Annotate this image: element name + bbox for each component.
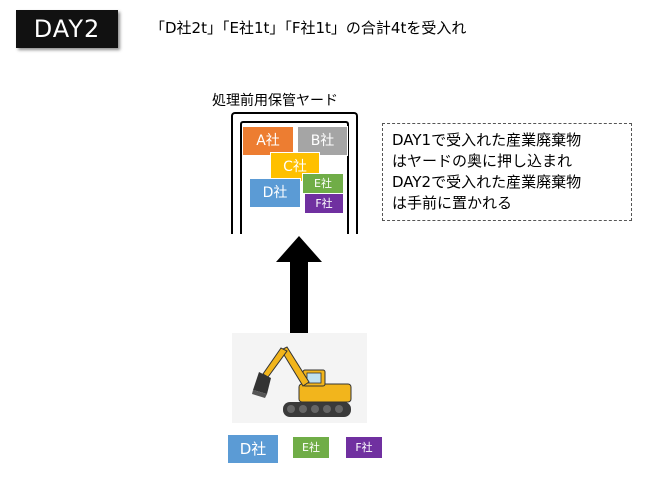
incoming-box-e: E社 — [292, 436, 330, 459]
note-line: DAY2で受入れた産業廃棄物 — [392, 173, 582, 191]
yard-inner-wall — [240, 121, 349, 234]
incoming-box-d: D社 — [227, 434, 279, 464]
waste-box-f: F社 — [304, 193, 344, 214]
yard-outer-wall — [231, 112, 358, 234]
note-line: DAY1で受入れた産業廃棄物 — [392, 131, 582, 149]
waste-box-d: D社 — [249, 178, 301, 208]
note-line: は手前に置かれる — [392, 194, 513, 212]
waste-box-e: E社 — [302, 173, 344, 194]
waste-box-b: B社 — [297, 126, 348, 156]
up-arrow-icon — [276, 236, 322, 340]
yard-title: 処理前用保管ヤード — [212, 93, 338, 109]
page-heading: 「D社2t」「E社1t」「F社1t」の合計4tを受入れ — [150, 19, 467, 37]
explanation-note: DAY1で受入れた産業廃棄物 はヤードの奥に押し込まれ DAY2で受入れた産業廃… — [382, 123, 632, 221]
note-line: はヤードの奥に押し込まれ — [392, 152, 573, 170]
incoming-box-f: F社 — [345, 436, 383, 459]
waste-box-a: A社 — [242, 126, 294, 156]
day-badge: DAY2 — [16, 10, 118, 48]
storage-yard: A社 B社 C社 D社 E社 F社 — [231, 112, 358, 234]
excavator-icon — [252, 346, 352, 417]
